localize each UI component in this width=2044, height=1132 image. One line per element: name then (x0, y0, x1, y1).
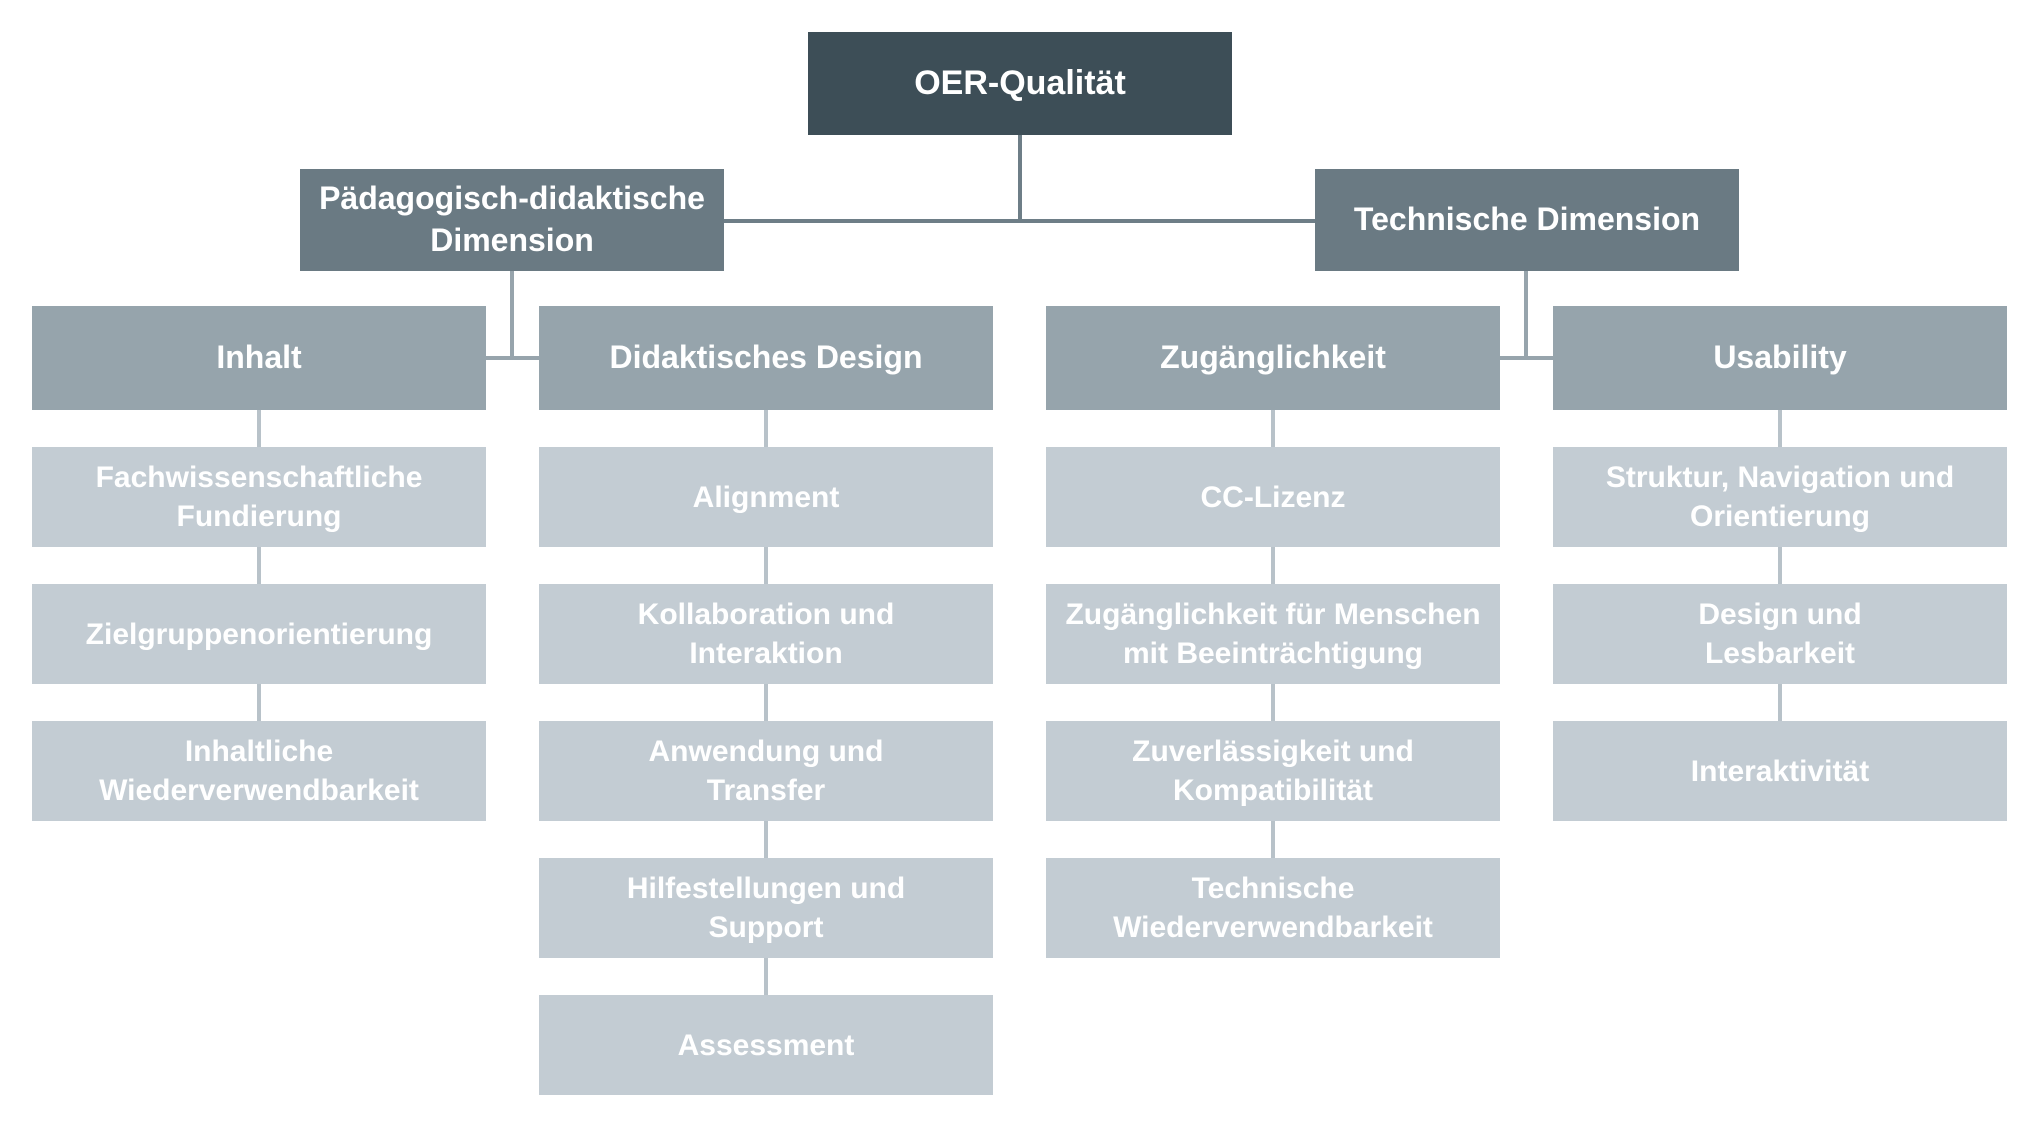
connector-root-horizontal (724, 219, 1315, 223)
node-item-anwendung-und-transfer: Anwendung und Transfer (539, 721, 993, 821)
connector-dim-left-horizontal (486, 356, 539, 360)
connector-col2-2 (764, 547, 768, 584)
node-category-didaktisches-design: Didaktisches Design (539, 306, 993, 410)
node-item-design-und-lesbarkeit: Design und Lesbarkeit (1553, 584, 2007, 684)
node-item-cc-lizenz: CC-Lizenz (1046, 447, 1500, 547)
node-item-struktur-navigation-orientierung: Struktur, Navigation und Orientierung (1553, 447, 2007, 547)
connector-col3-3 (1271, 684, 1275, 721)
node-item-zielgruppenorientierung: Zielgruppenorientierung (32, 584, 486, 684)
connector-dim-right-horizontal (1500, 356, 1553, 360)
connector-col2-4 (764, 821, 768, 858)
node-category-inhalt: Inhalt (32, 306, 486, 410)
connector-col4-2 (1778, 547, 1782, 584)
connector-col1-1 (257, 410, 261, 447)
node-item-zuverlaessigkeit-und-kompatibilitaet: Zuverlässigkeit und Kompatibilität (1046, 721, 1500, 821)
connector-col1-3 (257, 684, 261, 721)
node-item-inhaltliche-wiederverwendbarkeit: Inhaltliche Wiederverwendbarkeit (32, 721, 486, 821)
node-dimension-technisch: Technische Dimension (1315, 169, 1739, 271)
connector-col4-1 (1778, 410, 1782, 447)
connector-col2-3 (764, 684, 768, 721)
connector-col3-1 (1271, 410, 1275, 447)
connector-col4-3 (1778, 684, 1782, 721)
node-category-zugaenglichkeit: Zugänglichkeit (1046, 306, 1500, 410)
connector-col1-2 (257, 547, 261, 584)
connector-root-vertical (1018, 135, 1022, 223)
node-item-kollaboration-und-interaktion: Kollaboration und Interaktion (539, 584, 993, 684)
node-dimension-paedagogisch: Pädagogisch-didaktische Dimension (300, 169, 724, 271)
node-item-hilfestellungen-und-support: Hilfestellungen und Support (539, 858, 993, 958)
node-item-zugaenglichkeit-fuer-menschen: Zugänglichkeit für Menschen mit Beeinträ… (1046, 584, 1500, 684)
connector-col3-4 (1271, 821, 1275, 858)
node-item-fachwissenschaftliche-fundierung: Fachwissenschaftliche Fundierung (32, 447, 486, 547)
node-item-interaktivitaet: Interaktivität (1553, 721, 2007, 821)
connector-col2-1 (764, 410, 768, 447)
node-root-oer-qualitaet: OER-Qualität (808, 32, 1232, 135)
node-item-assessment: Assessment (539, 995, 993, 1095)
connector-col2-5 (764, 958, 768, 995)
node-item-alignment: Alignment (539, 447, 993, 547)
node-item-technische-wiederverwendbarkeit: Technische Wiederverwendbarkeit (1046, 858, 1500, 958)
connector-dim-right-vertical (1524, 271, 1528, 360)
node-category-usability: Usability (1553, 306, 2007, 410)
connector-col3-2 (1271, 547, 1275, 584)
connector-dim-left-vertical (510, 271, 514, 360)
